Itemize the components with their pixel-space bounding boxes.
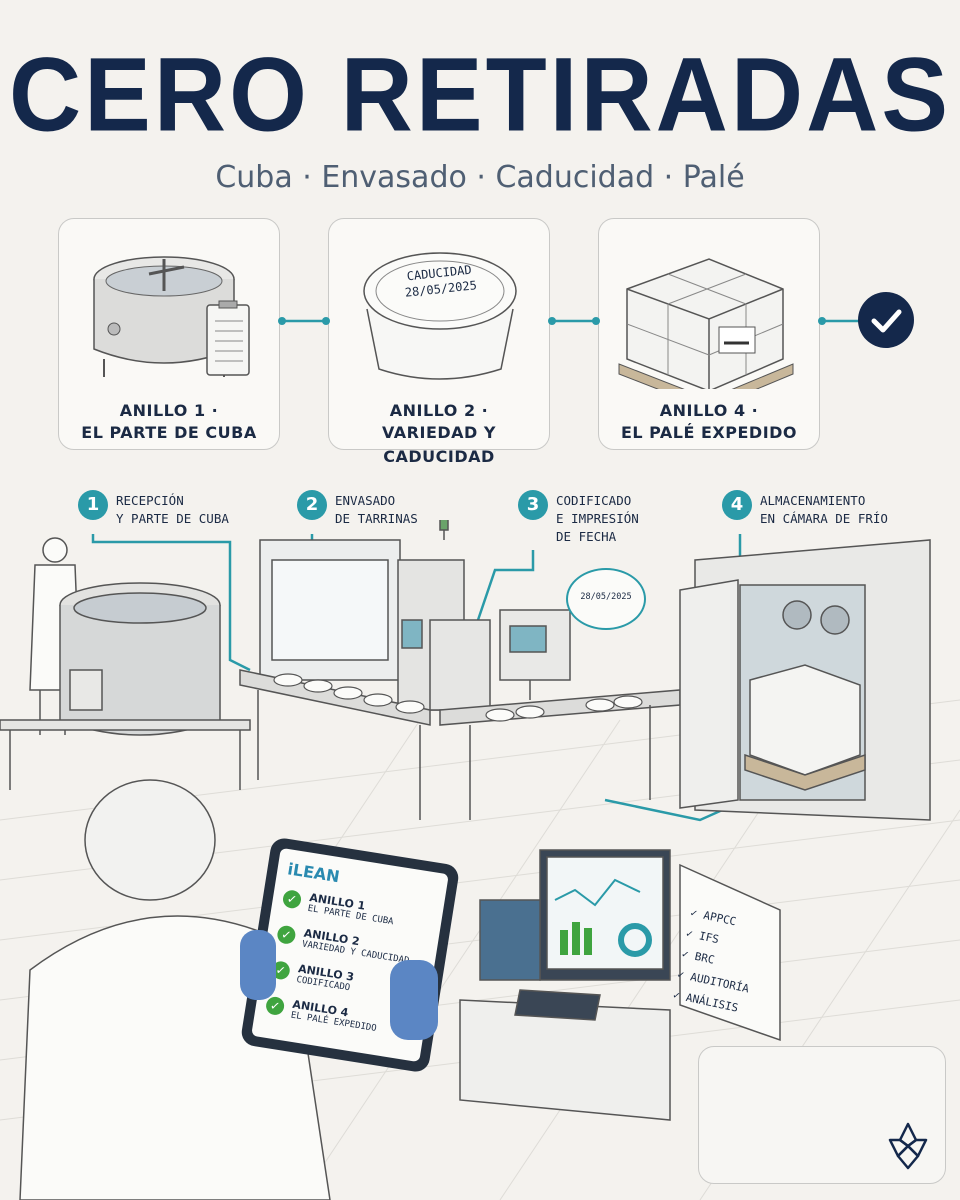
page-subtitle: Cuba · Envasado · Caducidad · Palé xyxy=(215,160,745,195)
step-3: 3 CODIFICADO E IMPRESIÓN DE FECHA xyxy=(518,490,718,550)
step-2-badge: 2 xyxy=(297,490,327,520)
step-3-line3: DE FECHA xyxy=(556,529,617,544)
checklist-label: BRC xyxy=(693,949,716,967)
cold-chamber xyxy=(679,539,931,821)
ring-4-label-line1: ANILLO 4 · xyxy=(659,401,759,420)
step-2: 2 ENVASADO DE TARRINAS xyxy=(297,490,497,534)
workstation xyxy=(459,849,671,1121)
step-4: 4 ALMACENAMIENTO EN CÁMARA DE FRÍO xyxy=(722,490,952,534)
date-bubble-text: 28/05/2025 xyxy=(580,592,632,602)
ring-card-4: ANILLO 4 · EL PALÉ EXPEDIDO xyxy=(598,218,820,450)
check-icon: ✓ xyxy=(281,888,303,910)
glove-left xyxy=(240,930,276,1000)
step-2-line1: ENVASADO xyxy=(335,493,396,508)
check-icon: ✓ xyxy=(276,924,297,946)
tablet-item-2[interactable]: ✓ ANILLO 2 VARIEDAD Y CADUCIDAD xyxy=(276,923,432,966)
step-1-line1: RECEPCIÓN xyxy=(116,493,184,508)
step-4-line2: EN CÁMARA DE FRÍO xyxy=(760,511,888,526)
ring-4-label-line2: EL PALÉ EXPEDIDO xyxy=(620,423,798,442)
checklist-board xyxy=(679,863,781,1042)
tablet-item-1[interactable]: ✓ ANILLO 1 EL PARTE DE CUBA xyxy=(281,887,438,927)
step-3-line2: E IMPRESIÓN xyxy=(556,511,639,526)
date-bubble: 28/05/2025 xyxy=(566,568,646,630)
step-1-badge: 1 xyxy=(78,490,108,520)
step-3-line1: CODIFICADO xyxy=(556,493,632,508)
check-circle-icon xyxy=(858,292,914,348)
brand-panel xyxy=(698,1046,946,1184)
check-icon: ✓ xyxy=(264,995,286,1017)
cups-conveyor-2 xyxy=(485,695,643,722)
tablet-app-name: iLEAN xyxy=(286,859,341,887)
checklist-label: IFS xyxy=(697,929,721,947)
coding-machine xyxy=(429,609,681,820)
ring-2-label-line2: VARIEDAD Y CADUCIDAD xyxy=(382,423,496,466)
step-2-line2: DE TARRINAS xyxy=(335,511,418,526)
ring-connectors xyxy=(278,317,860,325)
page-title: CERO RETIRADAS xyxy=(8,36,952,154)
ring-card-1: ANILLO 1 · EL PARTE DE CUBA xyxy=(58,218,280,450)
step-1: 1 RECEPCIÓN Y PARTE DE CUBA xyxy=(78,490,278,534)
step-1-line2: Y PARTE DE CUBA xyxy=(116,511,229,526)
ring-1-label-line1: ANILLO 1 · xyxy=(119,401,219,420)
mixing-tank xyxy=(0,582,251,790)
pallet-illustration xyxy=(618,258,794,389)
step-3-badge: 3 xyxy=(518,490,548,520)
tub-illustration xyxy=(363,252,517,380)
brand-logo-icon xyxy=(884,1120,932,1172)
ring-1-label-line2: EL PARTE DE CUBA xyxy=(81,423,257,442)
ring-card-2: CADUCIDAD 28/05/2025 ANILLO 2 · VARIEDAD… xyxy=(328,218,550,466)
step-4-badge: 4 xyxy=(722,490,752,520)
glove-right xyxy=(390,960,438,1040)
ring-2-label-line1: ANILLO 2 · xyxy=(389,401,489,420)
step-4-line1: ALMACENAMIENTO xyxy=(760,493,866,508)
cups-conveyor-1 xyxy=(273,673,425,714)
tank-illustration xyxy=(93,256,250,377)
